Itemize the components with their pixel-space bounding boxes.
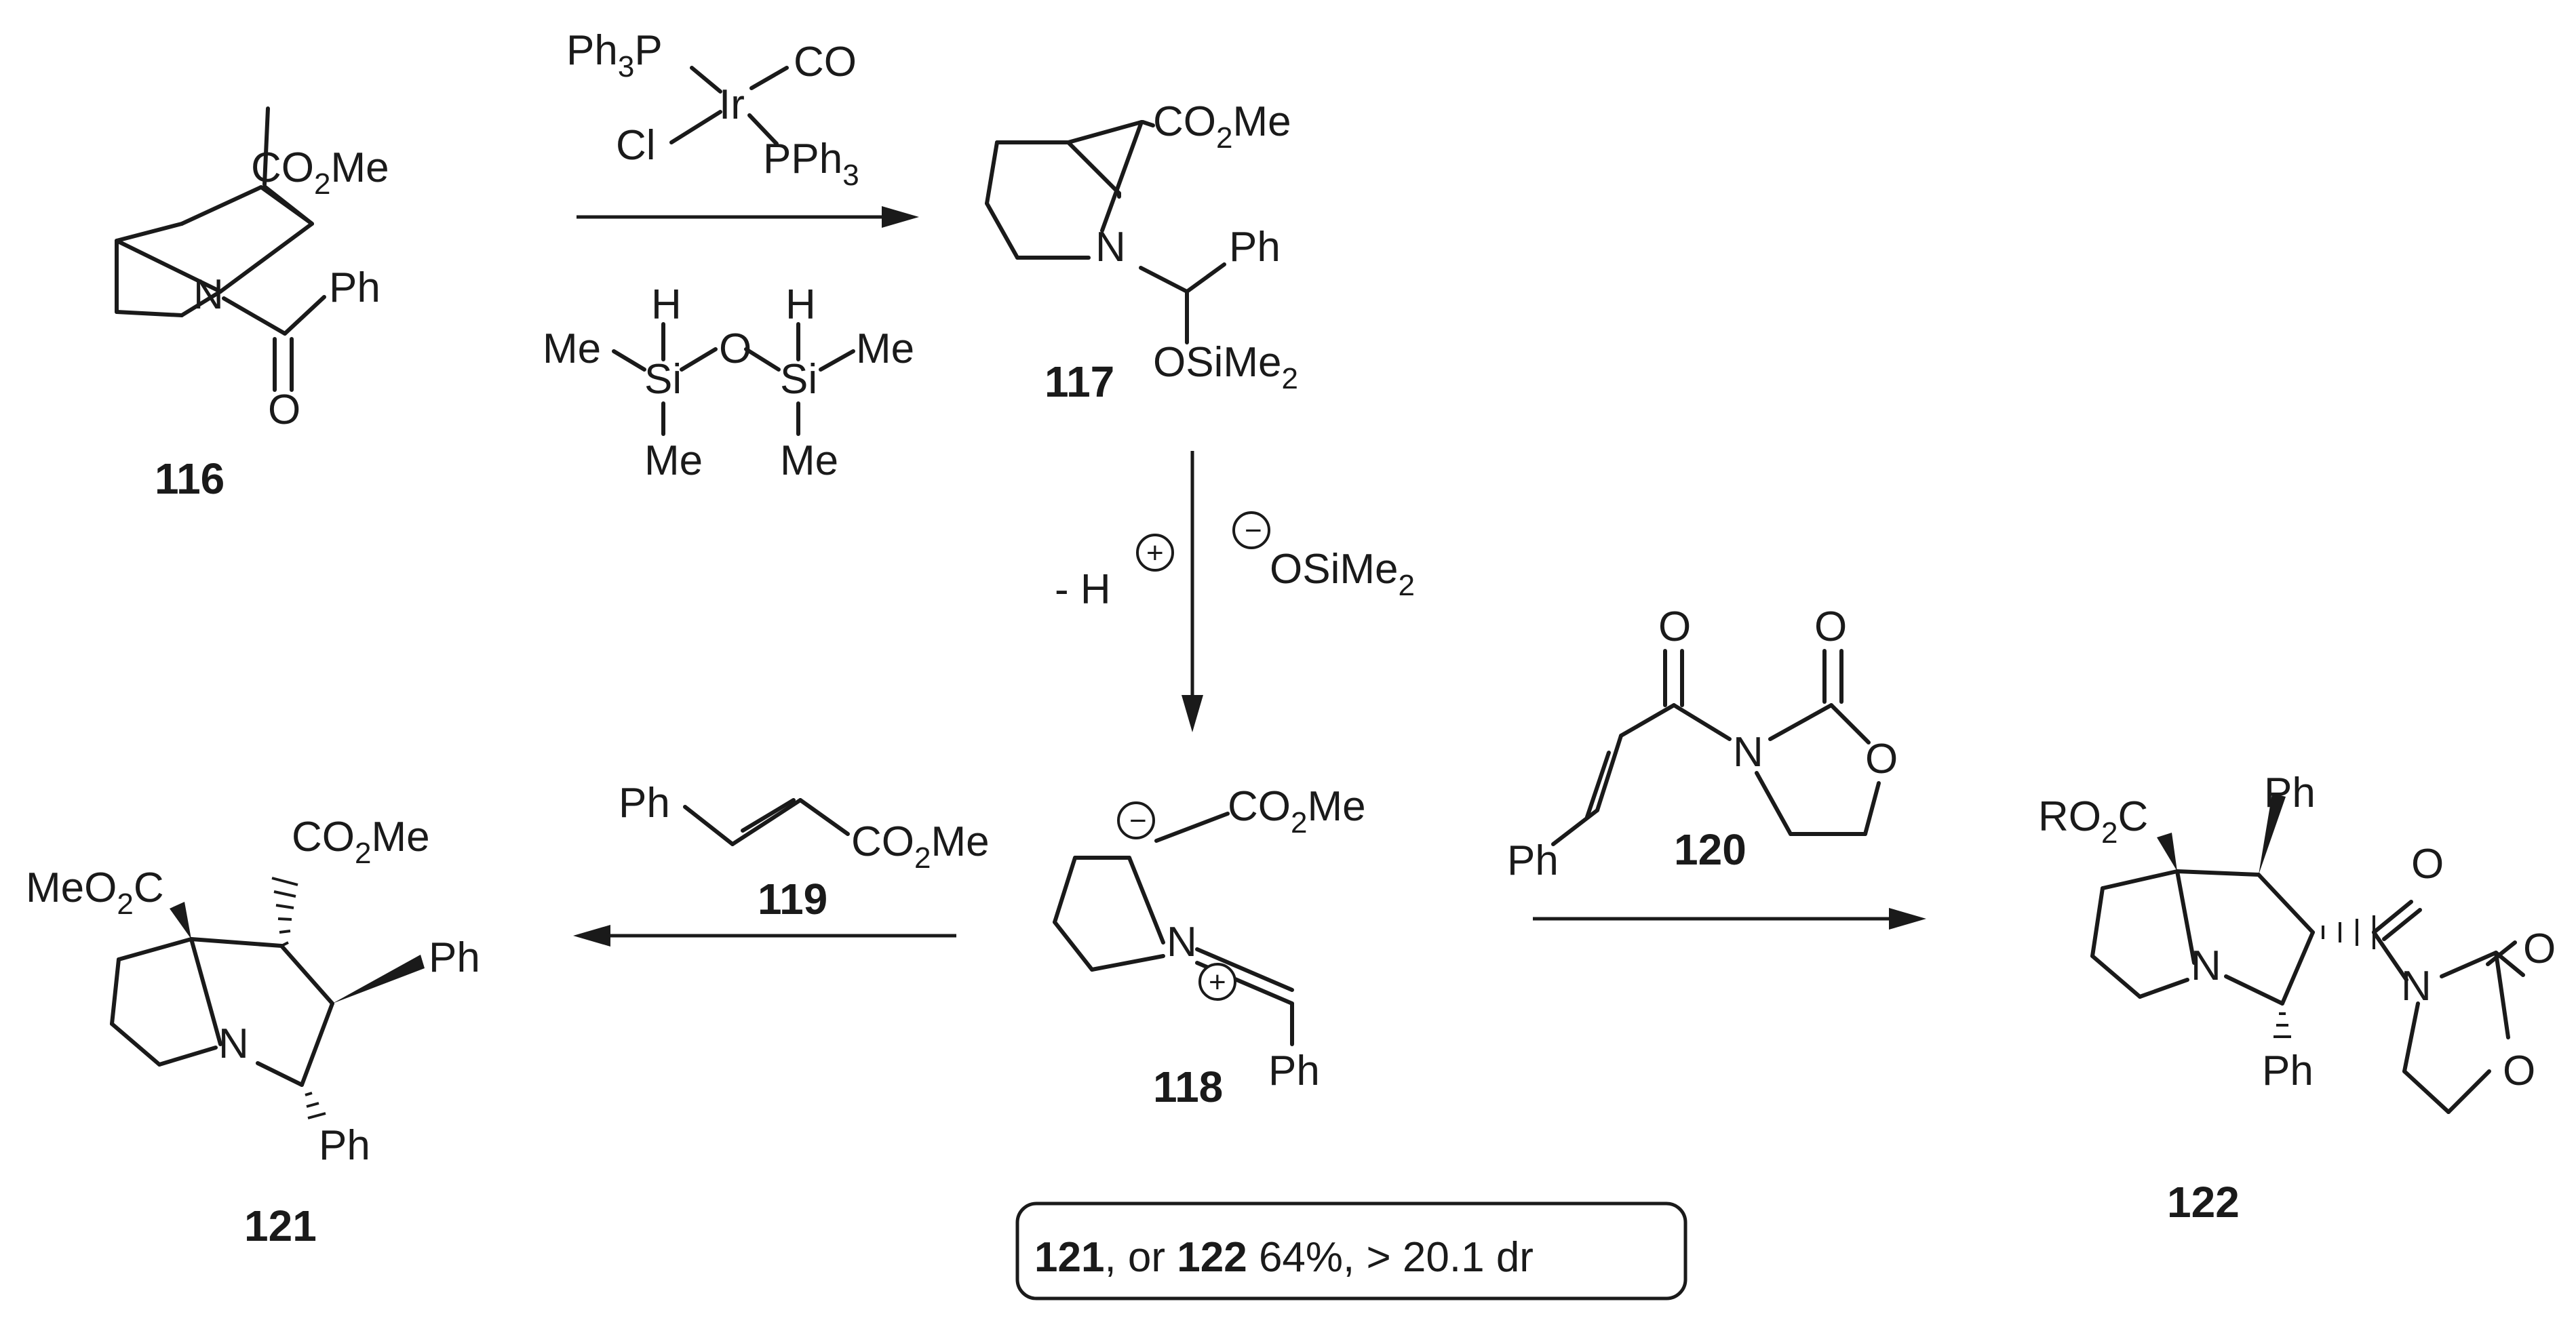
121-ph-right: Ph xyxy=(429,934,480,981)
iridium-catalyst: Ph3P CO Ir Cl PPh3 xyxy=(566,27,859,192)
proton-charge-icon xyxy=(1136,534,1174,572)
compound-117-structure: CO2Me N Ph OSiMe2 117 xyxy=(985,98,1298,406)
116-o-label: O xyxy=(268,386,300,433)
120-n-label: N xyxy=(1733,729,1763,776)
compound-label-122: 122 xyxy=(2167,1178,2240,1227)
catalyst-co: CO xyxy=(794,39,857,85)
120-o-ring: O xyxy=(1865,736,1898,782)
117-co2me-label: CO2Me xyxy=(1153,98,1291,155)
arrow-118-to-122 xyxy=(1533,908,1926,930)
siloxane-me-bottom-right: Me xyxy=(780,437,838,484)
compound-116-structure: CO2Me N Ph O 116 xyxy=(115,106,389,503)
122-ph-bottom: Ph xyxy=(2262,1048,2314,1094)
result-box xyxy=(1015,1201,1687,1300)
arrow-118-to-121 xyxy=(573,925,956,947)
catalyst-cl: Cl xyxy=(616,122,656,169)
step2-silanolate: OSiMe2 xyxy=(1270,546,1415,602)
compound-119-structure: Ph CO2Me 119 xyxy=(619,780,990,923)
compound-122-structure: RO2C Ph O N xyxy=(2038,770,2556,1227)
step2-minus-h: - H xyxy=(1055,566,1111,613)
120-o-carbonyl: O xyxy=(1658,603,1691,650)
118-co2me-label: CO2Me xyxy=(1228,783,1366,839)
catalyst-ir: Ir xyxy=(719,81,745,128)
120-o-oxazolidinone: O xyxy=(1814,603,1847,650)
arrow-116-to-117 xyxy=(577,206,919,228)
120-ph-label: Ph xyxy=(1507,837,1559,884)
compound-label-121: 121 xyxy=(244,1201,317,1250)
compound-label-118: 118 xyxy=(1153,1062,1223,1111)
122-hashed-bond-ph xyxy=(2273,1012,2291,1038)
arrow-117-to-118: - H + − OSiMe2 xyxy=(1055,451,1415,732)
118-n-label: N xyxy=(1167,919,1197,966)
122-o-oxazolidinone: O xyxy=(2523,926,2556,972)
117-ph-label: Ph xyxy=(1229,224,1281,271)
iminium-plus-sign: + xyxy=(1209,966,1226,999)
siloxane-me-right: Me xyxy=(856,325,914,372)
122-ph-top: Ph xyxy=(2264,770,2316,816)
compound-label-119: 119 xyxy=(758,875,827,923)
116-co2me-label: CO2Me xyxy=(251,144,389,201)
carbanion-minus-sign: − xyxy=(1129,804,1147,837)
122-n-label: N xyxy=(2191,942,2221,989)
compound-label-120: 120 xyxy=(1674,825,1746,874)
121-n-label: N xyxy=(218,1020,249,1067)
122-hashed-bond-carbonyl xyxy=(2322,915,2375,949)
119-ph-label: Ph xyxy=(619,780,670,827)
result-summary: 121, or 122 64%, > 20.1 dr xyxy=(1015,1201,1687,1300)
compound-label-117: 117 xyxy=(1045,357,1114,406)
116-n-label: N xyxy=(193,271,224,318)
122-ro2c-label: RO2C xyxy=(2038,793,2148,850)
compound-118-structure: − + CO2Me N Ph 118 xyxy=(1053,783,1366,1111)
proton-plus-sign: + xyxy=(1146,536,1164,570)
121-hashed-bond-co2me xyxy=(271,877,298,947)
siloxane-h-left: H xyxy=(651,281,682,328)
121-ph-bottom: Ph xyxy=(319,1122,370,1169)
119-co2me-label: CO2Me xyxy=(851,818,990,875)
siloxane-si-left: Si xyxy=(644,356,682,403)
121-hashed-bond-ph xyxy=(305,1092,326,1119)
122-o-carbonyl: O xyxy=(2411,841,2444,888)
silanolate-charge-icon xyxy=(1232,511,1270,549)
carbanion-charge-icon xyxy=(1117,801,1155,839)
siloxane-me-left: Me xyxy=(543,325,601,372)
116-ph-label: Ph xyxy=(329,264,380,311)
118-ph-label: Ph xyxy=(1268,1048,1320,1094)
122-o-ring: O xyxy=(2503,1048,2535,1094)
silanolate-minus-sign: − xyxy=(1245,514,1262,547)
tetramethyldisiloxane: H H Me Si O Si Me Me Me xyxy=(543,281,914,484)
result-text: 121, or 122 64%, > 20.1 dr xyxy=(1034,1234,1534,1281)
siloxane-h-right: H xyxy=(785,281,816,328)
iminium-charge-icon xyxy=(1198,963,1236,1001)
117-n-label: N xyxy=(1095,224,1126,271)
117-osime2-label: OSiMe2 xyxy=(1153,339,1298,395)
siloxane-si-right: Si xyxy=(780,356,817,403)
compound-121-structure: MeO2C CO2Me N Ph Ph 121 xyxy=(26,814,480,1250)
121-meo2c-label: MeO2C xyxy=(26,865,164,921)
121-co2me-label: CO2Me xyxy=(292,814,430,870)
siloxane-me-bottom-left: Me xyxy=(644,437,703,484)
catalyst-pph3-top: Ph3P xyxy=(566,27,663,83)
122-n-oxazolidinone: N xyxy=(2401,963,2432,1010)
compound-120-structure: O O N O Ph 120 xyxy=(1507,603,1898,884)
compound-label-116: 116 xyxy=(155,454,225,503)
